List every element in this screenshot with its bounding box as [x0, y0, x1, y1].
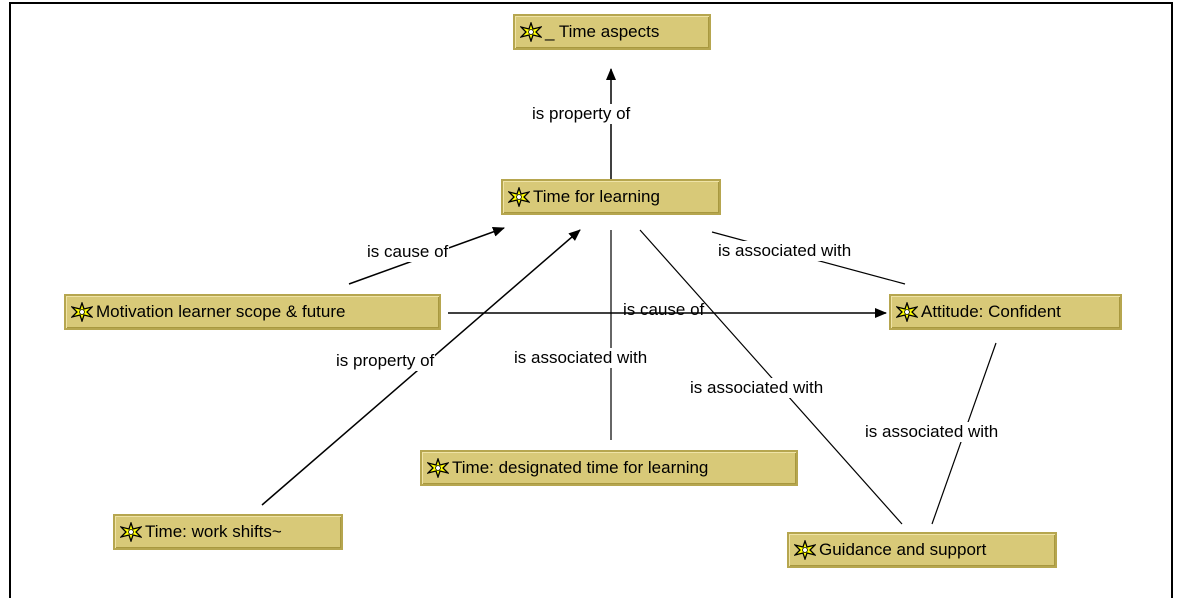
edge-line-6: [639, 229, 903, 525]
edge-label-2: is property of: [335, 351, 436, 371]
concept-star-icon: [71, 302, 93, 322]
node-label: Guidance and support: [819, 540, 987, 559]
concept-star-icon: [427, 458, 449, 478]
node-motivation[interactable]: Motivation learner scope & future: [64, 294, 441, 330]
node-label: Time: work shifts~: [145, 522, 282, 541]
node-label: Time: designated time for learning: [452, 458, 709, 477]
node-attitude[interactable]: Attitude: Confident: [889, 294, 1122, 330]
concept-star-icon: [520, 22, 542, 42]
edge-label-1: is cause of: [366, 242, 450, 262]
node-work-shifts[interactable]: Time: work shifts~: [113, 514, 343, 550]
node-designated-time[interactable]: Time: designated time for learning: [420, 450, 798, 486]
node-time-aspects[interactable]: _ Time aspects: [513, 14, 711, 50]
node-label: _ Time aspects: [545, 22, 660, 41]
edge-label-7: is associated with: [864, 422, 1000, 442]
edge-label-0: is property of: [531, 104, 632, 124]
node-label: Attitude: Confident: [921, 302, 1061, 321]
node-time-for-learning[interactable]: Time for learning: [501, 179, 721, 215]
node-label: Motivation learner scope & future: [96, 302, 346, 321]
edge-label-5: is associated with: [513, 348, 649, 368]
concept-star-icon: [120, 522, 142, 542]
edge-label-4: is associated with: [717, 241, 853, 261]
concept-star-icon: [896, 302, 918, 322]
concept-star-icon: [794, 540, 816, 560]
edge-label-6: is associated with: [689, 378, 825, 398]
concept-star-icon: [508, 187, 530, 207]
edge-label-3: is cause of: [623, 300, 705, 319]
node-label: Time for learning: [533, 187, 660, 206]
node-guidance[interactable]: Guidance and support: [787, 532, 1057, 568]
